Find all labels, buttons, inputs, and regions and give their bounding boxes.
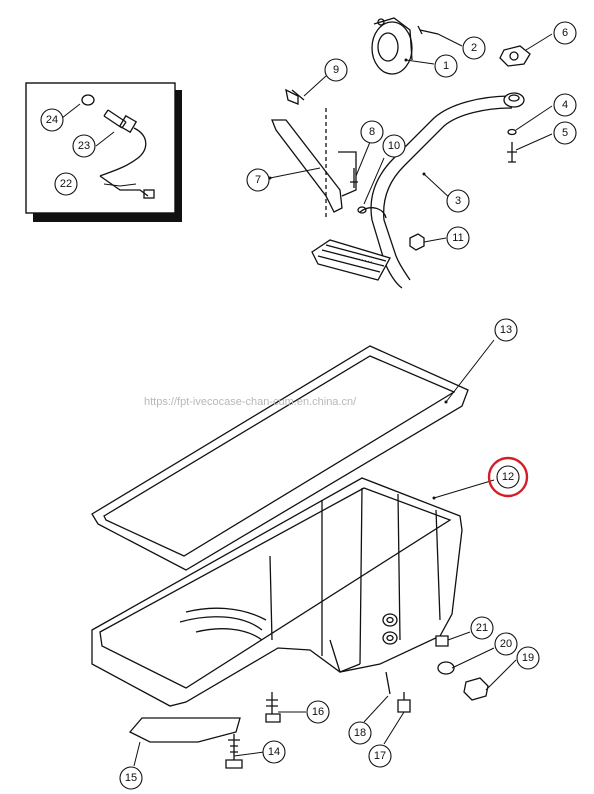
callout-23-label: 23 [78,140,90,152]
callout-3: 3 [446,189,470,213]
callout-15-label: 15 [125,772,137,784]
callout-19-label: 19 [522,652,534,664]
callout-16-label: 16 [312,706,324,718]
callout-14-label: 14 [268,746,280,758]
callout-5: 5 [553,121,577,145]
watermark-text: https://fpt-ivecocase-chan-cum.en.china.… [144,396,357,408]
oil-pickup-assembly [271,17,531,289]
callout-24-label: 24 [46,114,58,126]
callout-12-label: 12 [502,471,514,483]
callout-15: 15 [119,766,143,790]
lower-hardware [128,635,489,769]
callout-6-label: 6 [562,27,568,39]
callout-4: 4 [553,93,577,117]
callout-8-label: 8 [369,126,375,138]
callout-22: 22 [54,172,78,196]
callout-9-label: 9 [333,64,339,76]
pump-housing [371,17,413,75]
callout-5-label: 5 [562,127,568,139]
sensor-body [99,109,155,199]
oil-pan-gasket [91,345,469,571]
callout-12: 12 [487,456,529,498]
leader-lines [61,33,553,767]
callout-9: 9 [324,58,348,82]
leader-arrows [268,58,448,500]
callout-20-label: 20 [500,638,512,650]
callout-3-label: 3 [455,195,461,207]
callout-1: 1 [434,54,458,78]
callout-11-label: 11 [452,232,463,244]
highlight-ring [487,456,529,498]
callout-11: 11 [446,226,470,250]
callout-7: 7 [246,168,270,192]
callout-17-label: 17 [374,750,386,762]
callout-13: 13 [494,318,518,342]
support-bracket [271,108,357,220]
callout-24: 24 [40,108,64,132]
callout-2: 2 [462,36,486,60]
callout-16: 16 [306,700,330,724]
callout-21: 21 [470,616,494,640]
callout-1-label: 1 [443,60,449,72]
callout-10: 10 [382,134,406,158]
callout-22-label: 22 [60,178,72,190]
callout-23: 23 [72,134,96,158]
callout-6: 6 [553,21,577,45]
callout-2-label: 2 [471,42,477,54]
callout-13-label: 13 [500,324,512,336]
oil-pan [91,477,463,707]
callout-20: 20 [494,632,518,656]
callout-18: 18 [348,721,372,745]
callout-19: 19 [516,646,540,670]
callout-21-label: 21 [476,622,488,634]
callout-18-label: 18 [354,727,366,739]
callout-17: 17 [368,744,392,768]
callout-14: 14 [262,740,286,764]
suction-tube [370,92,525,289]
callout-8: 8 [360,120,384,144]
callout-10-label: 10 [388,140,400,152]
pickup-screen [311,239,391,281]
inset-box [25,82,182,222]
callout-7-label: 7 [255,174,261,186]
callout-4-label: 4 [562,99,568,111]
